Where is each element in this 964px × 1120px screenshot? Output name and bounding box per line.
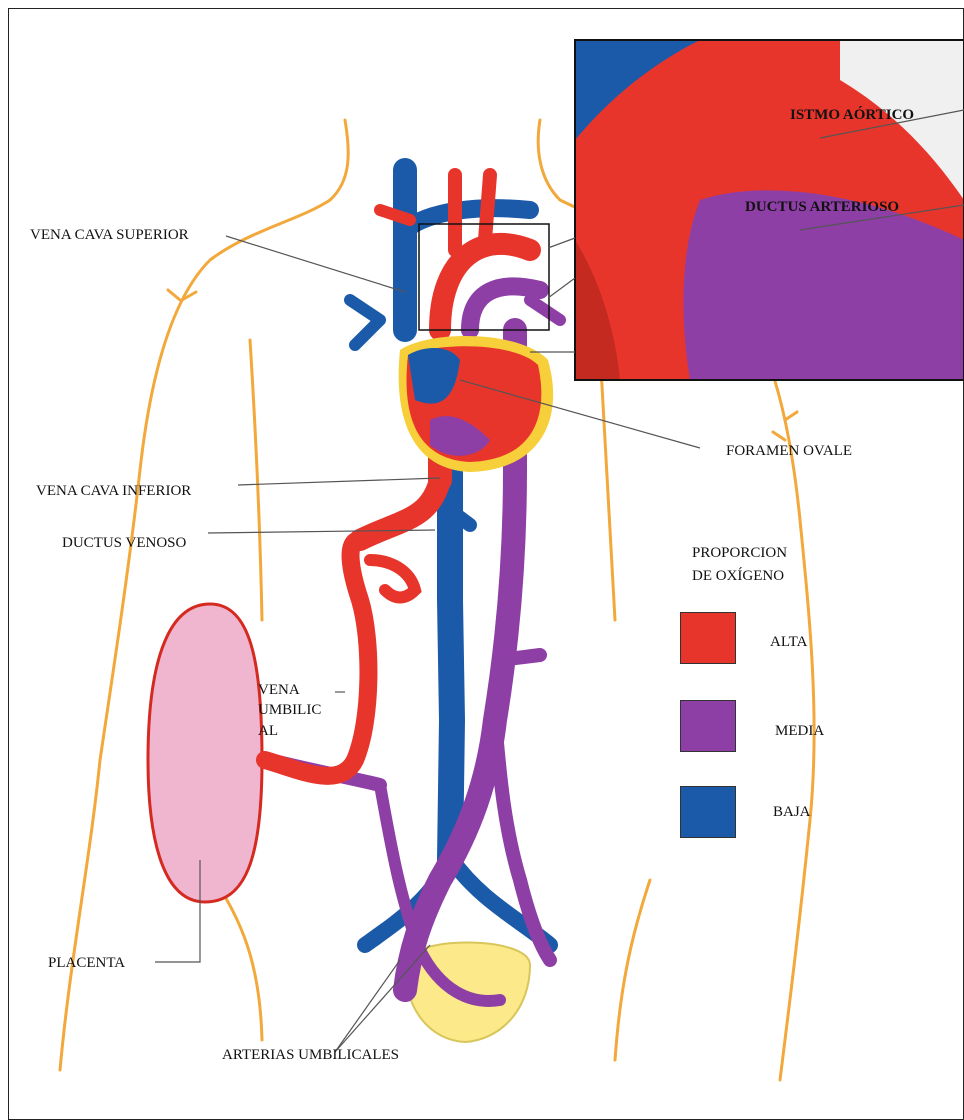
label-placenta: PLACENTA	[48, 956, 125, 972]
label-ductus-arterioso: DUCTUS ARTERIOSO	[745, 200, 899, 216]
label-vena-cava-inferior: VENA CAVA INFERIOR	[36, 484, 191, 500]
legend-label-medium: MEDIA	[775, 724, 824, 740]
label-ductus-venoso: DUCTUS VENOSO	[62, 536, 186, 552]
label-vena-umbilical: VENA UMBILIC AL	[258, 680, 321, 741]
heart	[399, 336, 553, 472]
legend-title: PROPORCION DE OXÍGENO	[692, 542, 787, 587]
label-foramen-ovale: FORAMEN OVALE	[726, 444, 852, 460]
legend-swatch-low	[680, 786, 736, 838]
legend-label-low: BAJA	[773, 805, 811, 821]
legend-title-line2: DE OXÍGENO	[692, 565, 787, 588]
label-arterias-umbilicales: ARTERIAS UMBILICALES	[222, 1048, 399, 1064]
legend-title-line1: PROPORCION	[692, 542, 787, 565]
label-istmo-aortico: ISTMO AÓRTICO	[790, 108, 914, 124]
placenta-organ	[148, 604, 262, 902]
legend-label-high: ALTA	[770, 635, 807, 651]
legend-swatch-high	[680, 612, 736, 664]
legend-swatch-medium	[680, 700, 736, 752]
label-vena-cava-superior: VENA CAVA SUPERIOR	[30, 228, 189, 244]
label-vena-umbilical-line1: VENA	[258, 680, 321, 700]
label-vena-umbilical-line2: UMBILIC	[258, 700, 321, 720]
label-vena-umbilical-line3: AL	[258, 721, 321, 741]
